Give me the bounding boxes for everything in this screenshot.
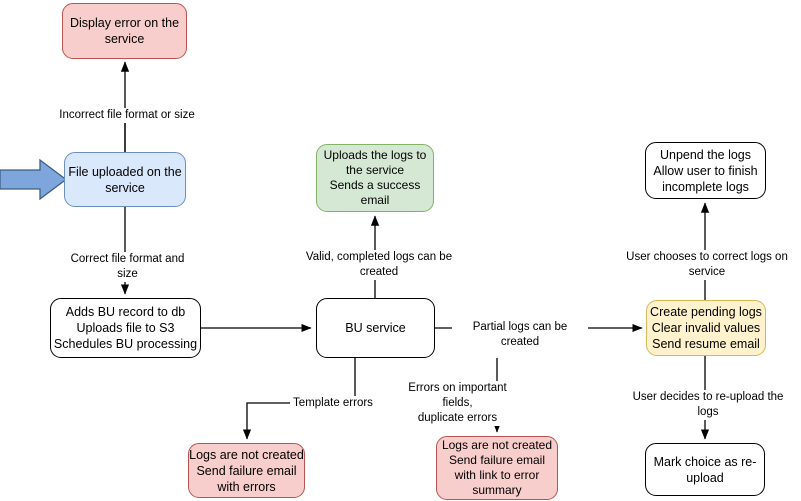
input-block-arrow-shape [0,158,68,201]
edge-label-user-corrects: User chooses to correct logs on service [609,250,801,280]
edge-label-errors-important: Errors on important fields, duplicate er… [392,381,523,426]
edge-label-incorrect-format: Incorrect file format or size [57,108,197,123]
node-mark-choice[interactable]: Mark choice as re- upload [645,443,765,496]
edge-label-template-errors: Template errors [290,396,376,411]
edge-label-user-reupload: User decides to re-upload the logs [621,390,795,420]
node-uploads-logs[interactable]: Uploads the logs to the service Sends a … [316,144,434,212]
edge-label-correct-format: Correct file format and size [58,252,197,282]
node-create-pending-logs[interactable]: Create pending logs Clear invalid values… [646,300,766,356]
node-bu-service[interactable]: BU service [316,298,435,358]
edge-label-valid-complete: Valid, completed logs can be created [287,250,471,280]
edge-label-partial-logs: Partial logs can be created [452,320,588,350]
node-logs-not-created-1[interactable]: Logs are not created Send failure email … [188,443,305,498]
node-unpend-logs[interactable]: Unpend the logs Allow user to finish inc… [645,142,766,199]
node-file-uploaded[interactable]: File uploaded on the service [64,152,186,207]
node-logs-not-created-2[interactable]: Logs are not created Send failure email … [436,436,558,500]
node-adds-bu-record[interactable]: Adds BU record to db Uploads file to S3 … [50,298,201,358]
node-display-error[interactable]: Display error on the service [62,3,187,59]
